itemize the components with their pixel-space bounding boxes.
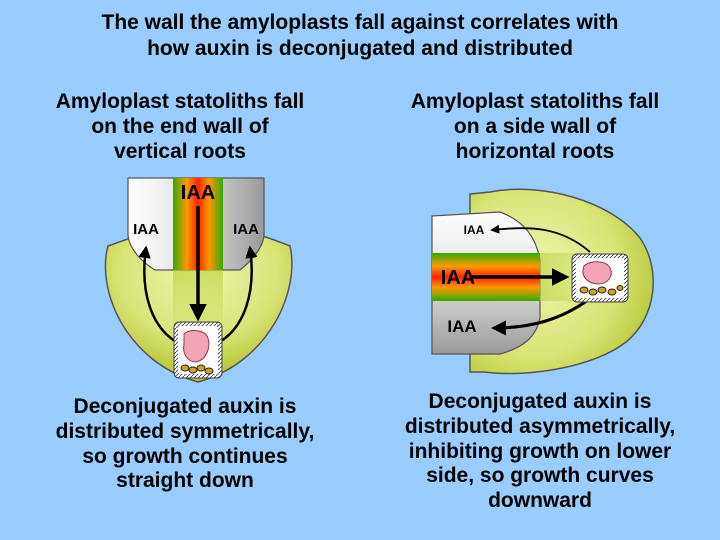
vertical-caption-line-1: Deconjugated auxin is: [73, 395, 297, 418]
vertical-amyloplast-nucleus: [183, 330, 210, 363]
vertical-root: IAA IAA IAA: [104, 177, 293, 383]
horizontal-upper-arrow: [490, 224, 591, 253]
horizontal-root-heading: Amyloplast statoliths fall on a side wal…: [370, 90, 700, 164]
vertical-heading-line-1: Amyloplast statoliths fall: [55, 90, 305, 113]
horizontal-statoliths: [579, 285, 624, 296]
horizontal-caption-line-5: downward: [488, 489, 592, 513]
horizontal-lower-arrow: [491, 298, 589, 336]
horizontal-root-caption: Deconjugated auxin is distributed asymme…: [370, 390, 710, 514]
title-line-1: The wall the amyloplasts fall against co…: [101, 11, 619, 34]
vertical-label-left: IAA: [133, 221, 159, 238]
vertical-caption-line-4: straight down: [116, 469, 254, 493]
vertical-root-heading: Amyloplast statoliths fall on the end wa…: [20, 90, 340, 164]
horizontal-amyloplast-nucleus: [582, 261, 612, 285]
horizontal-label-bottom: IAA: [447, 317, 476, 336]
horizontal-root: IAA IAA IAA: [431, 188, 654, 375]
vertical-right-arrow: [213, 245, 258, 347]
vertical-statoliths: [180, 364, 214, 375]
horizontal-caption-line-3: inhibiting growth on lower: [408, 439, 672, 463]
vertical-label-center: IAA: [181, 182, 215, 204]
vertical-heading-line-3: vertical roots: [114, 139, 246, 163]
horizontal-heading-line-2: on a side wall of: [453, 114, 617, 138]
horizontal-label-top: IAA: [464, 223, 485, 237]
slide-title: The wall the amyloplasts fall against co…: [0, 10, 720, 63]
vertical-caption-line-2: distributed symmetrically,: [55, 419, 315, 443]
vertical-caption-line-3: so growth continues: [82, 444, 288, 468]
vertical-root-caption: Deconjugated auxin is distributed symmet…: [20, 395, 350, 494]
horizontal-heading-line-3: horizontal roots: [455, 139, 615, 163]
horizontal-caption-line-1: Deconjugated auxin is: [428, 390, 652, 413]
vertical-heading-line-2: on the end wall of: [91, 114, 269, 138]
horizontal-caption-line-2: distributed asymmetrically,: [404, 414, 676, 438]
horizontal-heading-line-1: Amyloplast statoliths fall: [410, 90, 660, 113]
horizontal-caption-line-4: side, so growth curves: [426, 464, 654, 488]
vertical-label-right: IAA: [233, 221, 259, 238]
vertical-left-arrow: [138, 245, 183, 347]
title-line-2: how auxin is deconjugated and distribute…: [147, 37, 573, 61]
horizontal-label-middle: IAA: [441, 267, 475, 289]
